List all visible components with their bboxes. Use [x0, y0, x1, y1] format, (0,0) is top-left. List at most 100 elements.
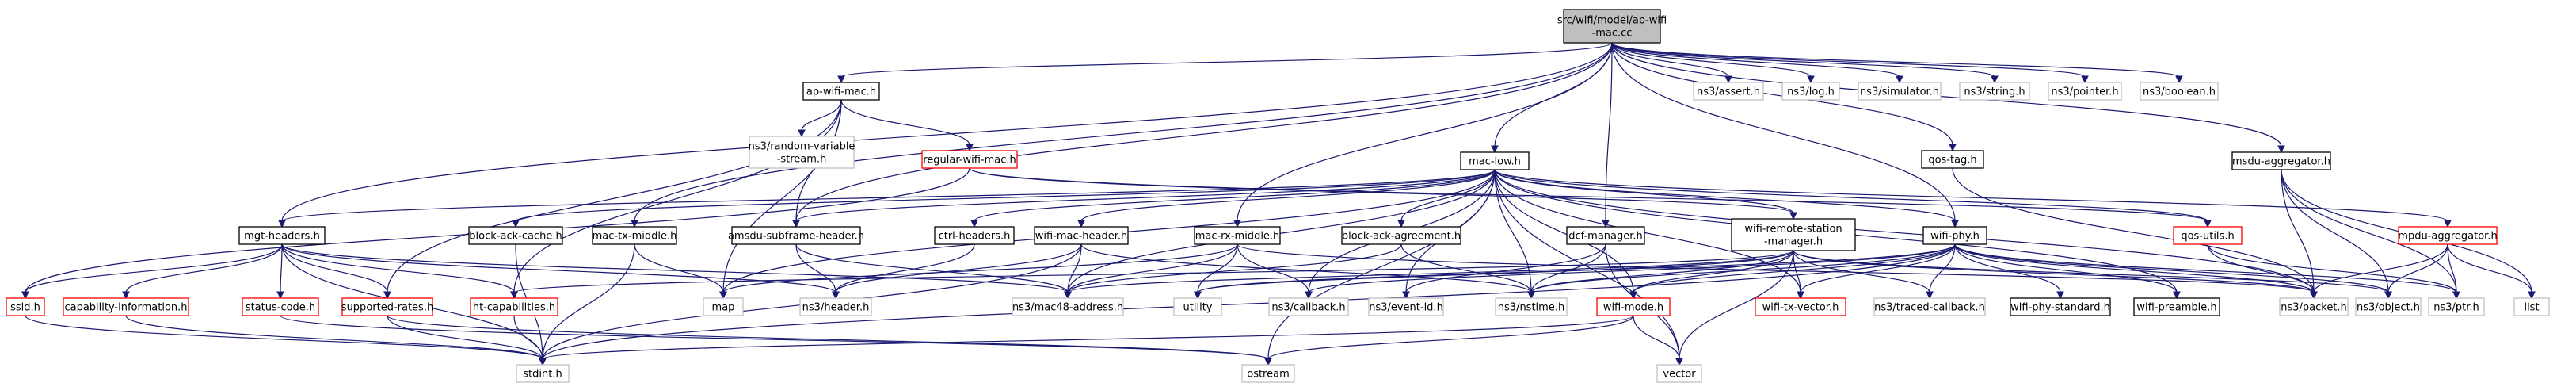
- node-label-root-line-1: -mac.cc: [1592, 28, 1633, 40]
- node-nstime[interactable]: ns3/nstime.h: [1495, 297, 1568, 316]
- node-vector[interactable]: vector: [1656, 364, 1702, 383]
- node-label-qostag-line-0: qos-tag.h: [1928, 155, 1976, 167]
- node-box-eventid: [1368, 297, 1444, 316]
- node-box-capinfo: [63, 297, 189, 316]
- edge-arrowhead-root-to-log: [1807, 75, 1815, 84]
- node-packet[interactable]: ns3/packet.h: [2279, 297, 2349, 316]
- node-utility[interactable]: utility: [1173, 297, 1222, 316]
- edge-maclow-to-ctrlheaders: [974, 169, 1496, 222]
- edge-apwifimach-to-randomvar: [801, 99, 842, 132]
- edge-maclow-to-mac48: [1067, 169, 1496, 293]
- node-label-mgtheaders-line-0: mgt-headers.h: [244, 231, 320, 243]
- node-list[interactable]: list: [2513, 297, 2550, 316]
- node-mactxmiddle[interactable]: mac-tx-middle.h: [592, 226, 677, 245]
- node-wifiremote[interactable]: wifi-remote-station-manager.h: [1731, 218, 1856, 251]
- node-header[interactable]: ns3/header.h: [799, 297, 872, 316]
- edge-maclow-to-packet: [1494, 169, 2315, 293]
- edge-maclow-to-amsdusub: [795, 169, 1496, 222]
- edge-wifimode-to-stdint: [542, 315, 1634, 360]
- node-blockackcache[interactable]: block-ack-cache.h: [468, 226, 563, 245]
- node-label-map-line-0: map: [712, 302, 735, 314]
- node-supprates[interactable]: supported-rates.h: [341, 297, 433, 316]
- node-amsdusub[interactable]: amsdu-subframe-header.h: [728, 226, 864, 245]
- node-ssid[interactable]: ssid.h: [6, 297, 45, 316]
- node-ctrlheaders[interactable]: ctrl-headers.h: [934, 226, 1015, 245]
- node-callback[interactable]: ns3/callback.h: [1268, 297, 1349, 316]
- node-wifitxvector[interactable]: wifi-tx-vector.h: [1755, 297, 1846, 316]
- node-label-list-line-0: list: [2524, 302, 2539, 314]
- edge-wifimode-to-ostream: [1267, 315, 1634, 360]
- node-traced[interactable]: ns3/traced-callback.h: [1873, 297, 1986, 316]
- edge-arrowhead-apwifimach-to-randomvar: [798, 129, 806, 138]
- node-label-assert-line-0: ns3/assert.h: [1697, 86, 1760, 98]
- node-ptr[interactable]: ns3/ptr.h: [2428, 297, 2485, 316]
- node-stdint[interactable]: stdint.h: [516, 364, 570, 383]
- edge-arrowhead-wifiphy-to-wifiphystd: [2056, 291, 2064, 300]
- edge-arrowhead-macrxmiddle-to-map: [719, 291, 727, 300]
- node-map[interactable]: map: [703, 297, 744, 316]
- node-mpduagg[interactable]: mpdu-aggregator.h: [2398, 226, 2498, 245]
- node-box-utility: [1173, 297, 1222, 316]
- edge-wifiremote-to-htcap: [513, 250, 1794, 293]
- node-box-traced: [1873, 297, 1986, 316]
- node-wifimacheader[interactable]: wifi-mac-header.h: [1034, 226, 1129, 245]
- node-wifipreamble[interactable]: wifi-preamble.h: [2133, 297, 2220, 316]
- edge-wifiremote-to-mac48: [1067, 250, 1794, 293]
- edge-capinfo-to-stdint: [125, 315, 543, 360]
- node-ostream[interactable]: ostream: [1241, 364, 1295, 383]
- edge-arrowhead-maclow-to-blockackcache: [512, 220, 520, 228]
- node-pointer[interactable]: ns3/pointer.h: [2048, 82, 2122, 101]
- node-simulator[interactable]: ns3/simulator.h: [1858, 82, 1942, 101]
- node-capinfo[interactable]: capability-information.h: [63, 297, 189, 316]
- edge-wifiremote-to-wifitxvector: [1793, 250, 1801, 293]
- edge-maclow-to-vector: [1494, 169, 1680, 360]
- node-box-statuscode: [242, 297, 319, 316]
- node-apwifimach[interactable]: ap-wifi-mac.h: [802, 82, 880, 101]
- edge-qosutils-to-packet: [2207, 243, 2315, 293]
- node-log[interactable]: ns3/log.h: [1781, 82, 1840, 101]
- edge-msduagg-to-object: [2281, 169, 2389, 293]
- node-blockackagree[interactable]: block-ack-agreement.h: [1341, 226, 1461, 245]
- edge-arrowhead-mgtheaders-to-supprates: [383, 291, 391, 300]
- node-label-randomvar-line-1: -stream.h: [777, 154, 827, 166]
- edge-blockackagree-to-mac48: [1067, 243, 1402, 293]
- node-dcfmanager[interactable]: dcf-manager.h: [1566, 226, 1645, 245]
- node-label-packet-line-0: ns3/packet.h: [2281, 302, 2347, 314]
- edge-maclow-to-wifimode: [1494, 169, 1634, 293]
- edge-arrowhead-root-to-apwifimach: [837, 75, 845, 84]
- edge-arrowhead-maclow-to-ctrlheaders: [970, 220, 978, 228]
- node-wifiphystd[interactable]: wifi-phy-standard.h: [2010, 297, 2111, 316]
- node-mgtheaders[interactable]: mgt-headers.h: [238, 226, 326, 245]
- node-boolean[interactable]: ns3/boolean.h: [2140, 82, 2219, 101]
- node-box-nstime: [1495, 297, 1568, 316]
- edge-wifiphy-to-object: [1954, 243, 2389, 293]
- edge-wifiphy-to-wifiphystd: [1954, 243, 2061, 293]
- node-string[interactable]: ns3/string.h: [1959, 82, 2030, 101]
- node-randomvar[interactable]: ns3/random-variable-stream.h: [749, 136, 855, 169]
- edge-apwifimach-to-supprates: [387, 99, 842, 293]
- node-mac48[interactable]: ns3/mac48-address.h: [1012, 297, 1124, 316]
- node-eventid[interactable]: ns3/event-id.h: [1368, 297, 1444, 316]
- node-object[interactable]: ns3/object.h: [2355, 297, 2422, 316]
- node-msduagg[interactable]: msdu-aggregator.h: [2231, 151, 2331, 170]
- edge-wifiphy-to-wifipreamble: [1954, 243, 2178, 293]
- node-maclow[interactable]: mac-low.h: [1460, 151, 1530, 170]
- node-qosutils[interactable]: qos-utils.h: [2173, 226, 2243, 245]
- node-wifiphy[interactable]: wifi-phy.h: [1922, 226, 1987, 245]
- node-regularwifimac[interactable]: regular-wifi-mac.h: [921, 150, 1018, 169]
- node-box-regularwifimac: [921, 150, 1018, 169]
- node-assert[interactable]: ns3/assert.h: [1693, 82, 1764, 101]
- node-qostag[interactable]: qos-tag.h: [1921, 150, 1984, 169]
- node-wifimode[interactable]: wifi-mode.h: [1596, 297, 1671, 316]
- edge-arrowhead-maclow-to-wifiremote: [1789, 212, 1797, 220]
- node-statuscode[interactable]: status-code.h: [242, 297, 319, 316]
- node-htcap[interactable]: ht-capabilities.h: [470, 297, 558, 316]
- edge-arrowhead-root-to-string: [1991, 75, 1999, 84]
- edge-apwifimach-to-htcap: [513, 99, 842, 293]
- edge-arrowhead-wifiremote-to-mac48: [1064, 291, 1072, 300]
- node-root[interactable]: src/wifi/model/ap-wifi-mac.cc: [1557, 9, 1667, 44]
- node-macrxmiddle[interactable]: mac-rx-middle.h: [1194, 226, 1281, 245]
- edge-wifimacheader-to-nstime: [1080, 243, 1532, 293]
- node-box-msduagg: [2231, 151, 2331, 170]
- node-label-nstime-line-0: ns3/nstime.h: [1498, 302, 1564, 314]
